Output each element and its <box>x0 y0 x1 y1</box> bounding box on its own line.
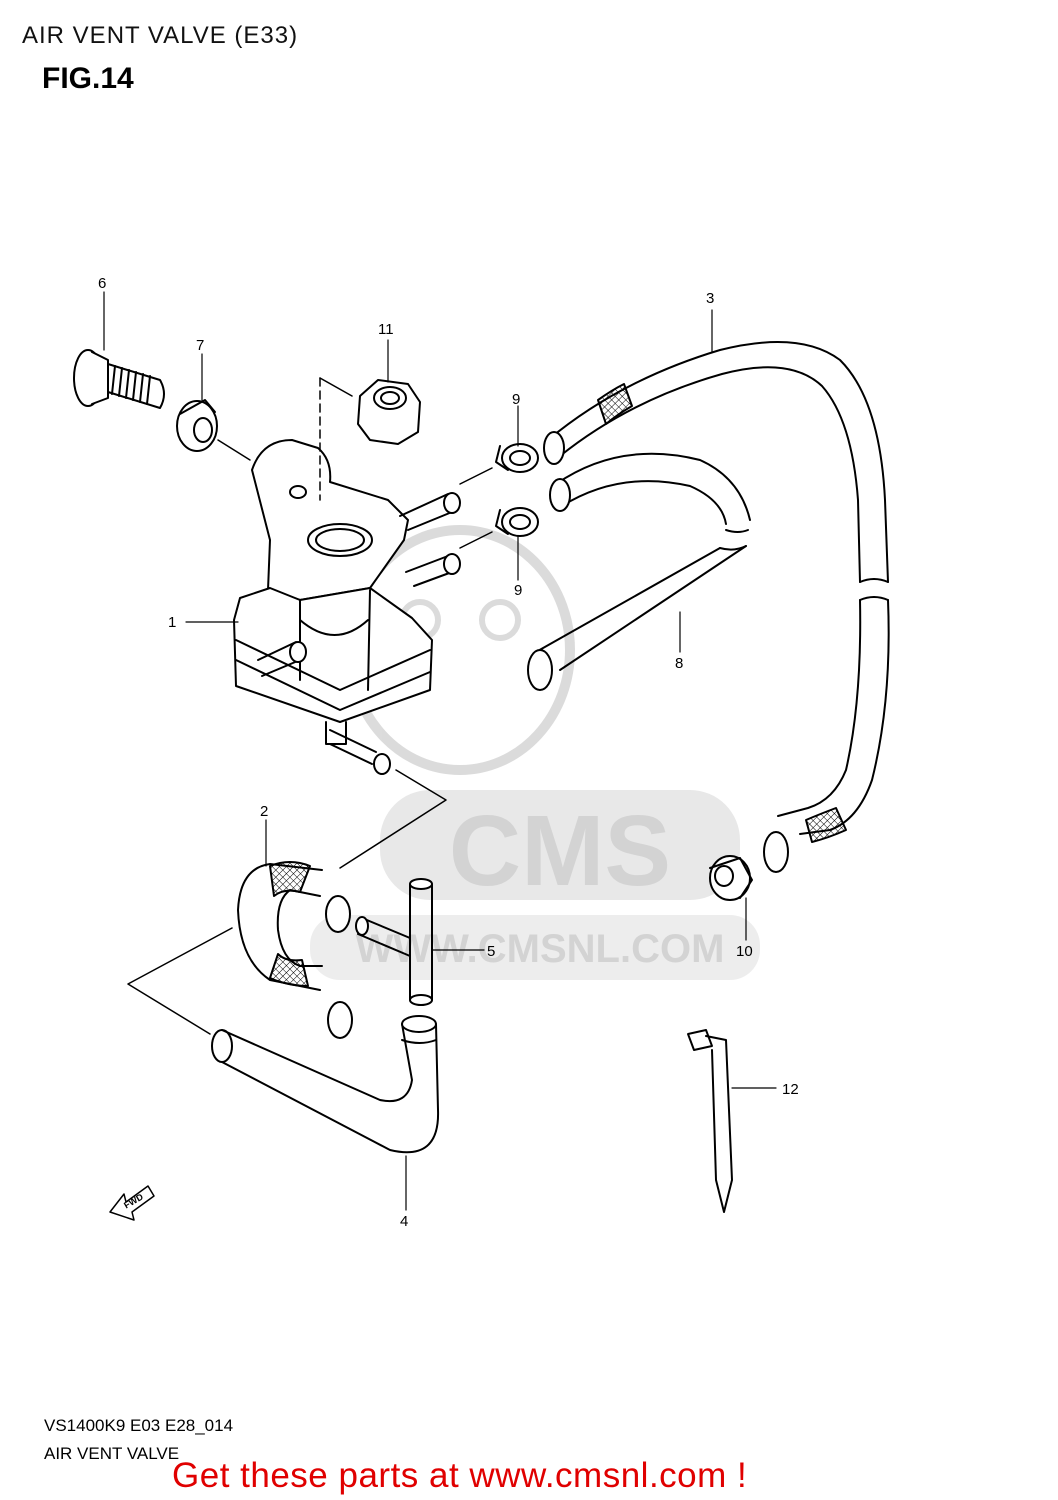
callout-6: 6 <box>98 275 106 292</box>
part-5-t-fitting <box>355 878 433 1006</box>
callout-5: 5 <box>487 943 495 960</box>
callout-7: 7 <box>196 337 204 354</box>
watermark-brand: CMS <box>449 795 671 907</box>
part-2-hose <box>237 861 353 1039</box>
diagram-title: AIR VENT VALVE (E33) <box>22 22 299 49</box>
section-name: AIR VENT VALVE <box>44 1444 180 1463</box>
figure-number: FIG.14 <box>42 62 134 95</box>
part-12-cable-tie <box>687 1029 733 1213</box>
part-11-nut <box>357 379 421 445</box>
callout-4: 4 <box>400 1213 408 1230</box>
part-1-air-vent-valve <box>233 439 461 775</box>
callout-2: 2 <box>260 803 268 820</box>
callout-9-upper: 9 <box>512 391 520 408</box>
reference-lines <box>127 377 493 1035</box>
part-10-grommet <box>709 855 753 901</box>
promo-link[interactable]: Get these parts at www.cmsnl.com ! <box>172 1456 748 1495</box>
callout-11: 11 <box>378 321 394 338</box>
part-9-clamp-upper <box>495 443 539 473</box>
model-code: VS1400K9 E03 E28_014 <box>44 1416 234 1435</box>
callout-12: 12 <box>782 1081 799 1098</box>
callout-1: 1 <box>168 614 176 631</box>
leader-lines <box>103 291 777 1211</box>
part-7-washer <box>176 399 218 452</box>
part-9-clamp-lower <box>495 507 539 537</box>
part-8-hose <box>527 452 751 691</box>
callout-8: 8 <box>675 655 683 672</box>
callout-9-lower: 9 <box>514 582 522 599</box>
callout-3: 3 <box>706 290 714 307</box>
part-6-bolt <box>73 349 165 409</box>
fwd-arrow-icon: FWD <box>109 1185 155 1221</box>
part-4-hose <box>211 1015 440 1154</box>
part-3-hose <box>543 341 890 873</box>
callout-10: 10 <box>736 943 753 960</box>
cmsnl-watermark: CMS WWW.CMSNL.COM <box>310 525 760 980</box>
watermark-url: WWW.CMSNL.COM <box>356 927 725 971</box>
callout-labels: 6 7 11 3 9 9 1 8 2 5 10 12 4 <box>98 275 799 1230</box>
